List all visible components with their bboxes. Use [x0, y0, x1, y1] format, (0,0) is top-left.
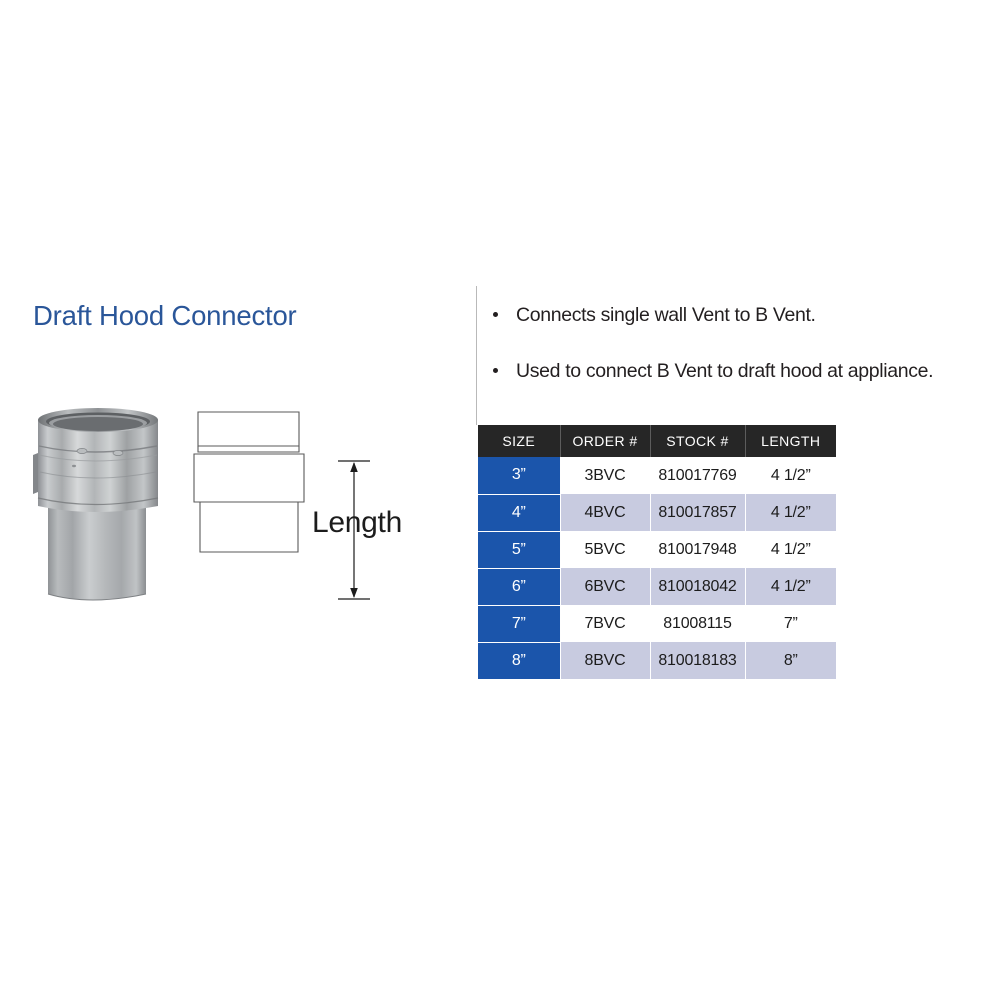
cell-size: 6” — [478, 568, 561, 606]
cell-stock: 810018183 — [650, 642, 746, 679]
length-dimension-label: Length — [312, 506, 402, 539]
table-row: 8” 8BVC 810018183 8” — [478, 642, 836, 679]
cell-stock: 810017857 — [650, 494, 746, 531]
bullet-icon — [493, 368, 498, 373]
table-row: 6” 6BVC 810018042 4 1/2” — [478, 568, 836, 606]
column-header-stock: STOCK # — [650, 425, 746, 457]
length-dimension-arrow — [336, 455, 372, 605]
cell-stock: 810017948 — [650, 531, 746, 568]
cell-size: 3” — [478, 457, 561, 495]
cell-length: 4 1/2” — [745, 494, 836, 531]
product-photo — [30, 398, 182, 608]
list-item: Connects single wall Vent to B Vent. — [489, 302, 994, 328]
table-row: 5” 5BVC 810017948 4 1/2” — [478, 531, 836, 569]
cell-stock: 81008115 — [650, 605, 746, 642]
cell-size: 4” — [478, 494, 561, 532]
table-header-row: SIZE ORDER # STOCK # LENGTH — [478, 425, 836, 457]
table-row: 4” 4BVC 810017857 4 1/2” — [478, 494, 836, 532]
cell-size: 8” — [478, 642, 561, 679]
cell-stock: 810017769 — [650, 457, 746, 494]
feature-list: Connects single wall Vent to B Vent. Use… — [489, 302, 994, 384]
cell-length: 7” — [745, 605, 836, 642]
specification-table: SIZE ORDER # STOCK # LENGTH 3” 3BVC 8100… — [478, 425, 836, 679]
pane-divider — [476, 286, 477, 425]
cell-length: 4 1/2” — [745, 568, 836, 605]
page-title: Draft Hood Connector — [33, 300, 297, 331]
list-item: Used to connect B Vent to draft hood at … — [489, 358, 994, 384]
cell-size: 5” — [478, 531, 561, 569]
cell-stock: 810018042 — [650, 568, 746, 605]
feature-text: Used to connect B Vent to draft hood at … — [516, 360, 934, 382]
cell-order: 7BVC — [560, 605, 651, 642]
cell-length: 4 1/2” — [745, 457, 836, 494]
column-header-length: LENGTH — [745, 425, 836, 457]
table-row: 3” 3BVC 810017769 4 1/2” — [478, 457, 836, 495]
cell-length: 4 1/2” — [745, 531, 836, 568]
cell-order: 6BVC — [560, 568, 651, 605]
column-header-order: ORDER # — [560, 425, 651, 457]
cell-order: 3BVC — [560, 457, 651, 494]
technical-line-drawing — [192, 402, 317, 607]
bullet-icon — [493, 312, 498, 317]
column-header-size: SIZE — [478, 425, 561, 457]
cell-order: 5BVC — [560, 531, 651, 568]
cell-length: 8” — [745, 642, 836, 679]
cell-size: 7” — [478, 605, 561, 643]
table-row: 7” 7BVC 81008115 7” — [478, 605, 836, 643]
cell-order: 8BVC — [560, 642, 651, 679]
feature-text: Connects single wall Vent to B Vent. — [516, 304, 816, 326]
cell-order: 4BVC — [560, 494, 651, 531]
